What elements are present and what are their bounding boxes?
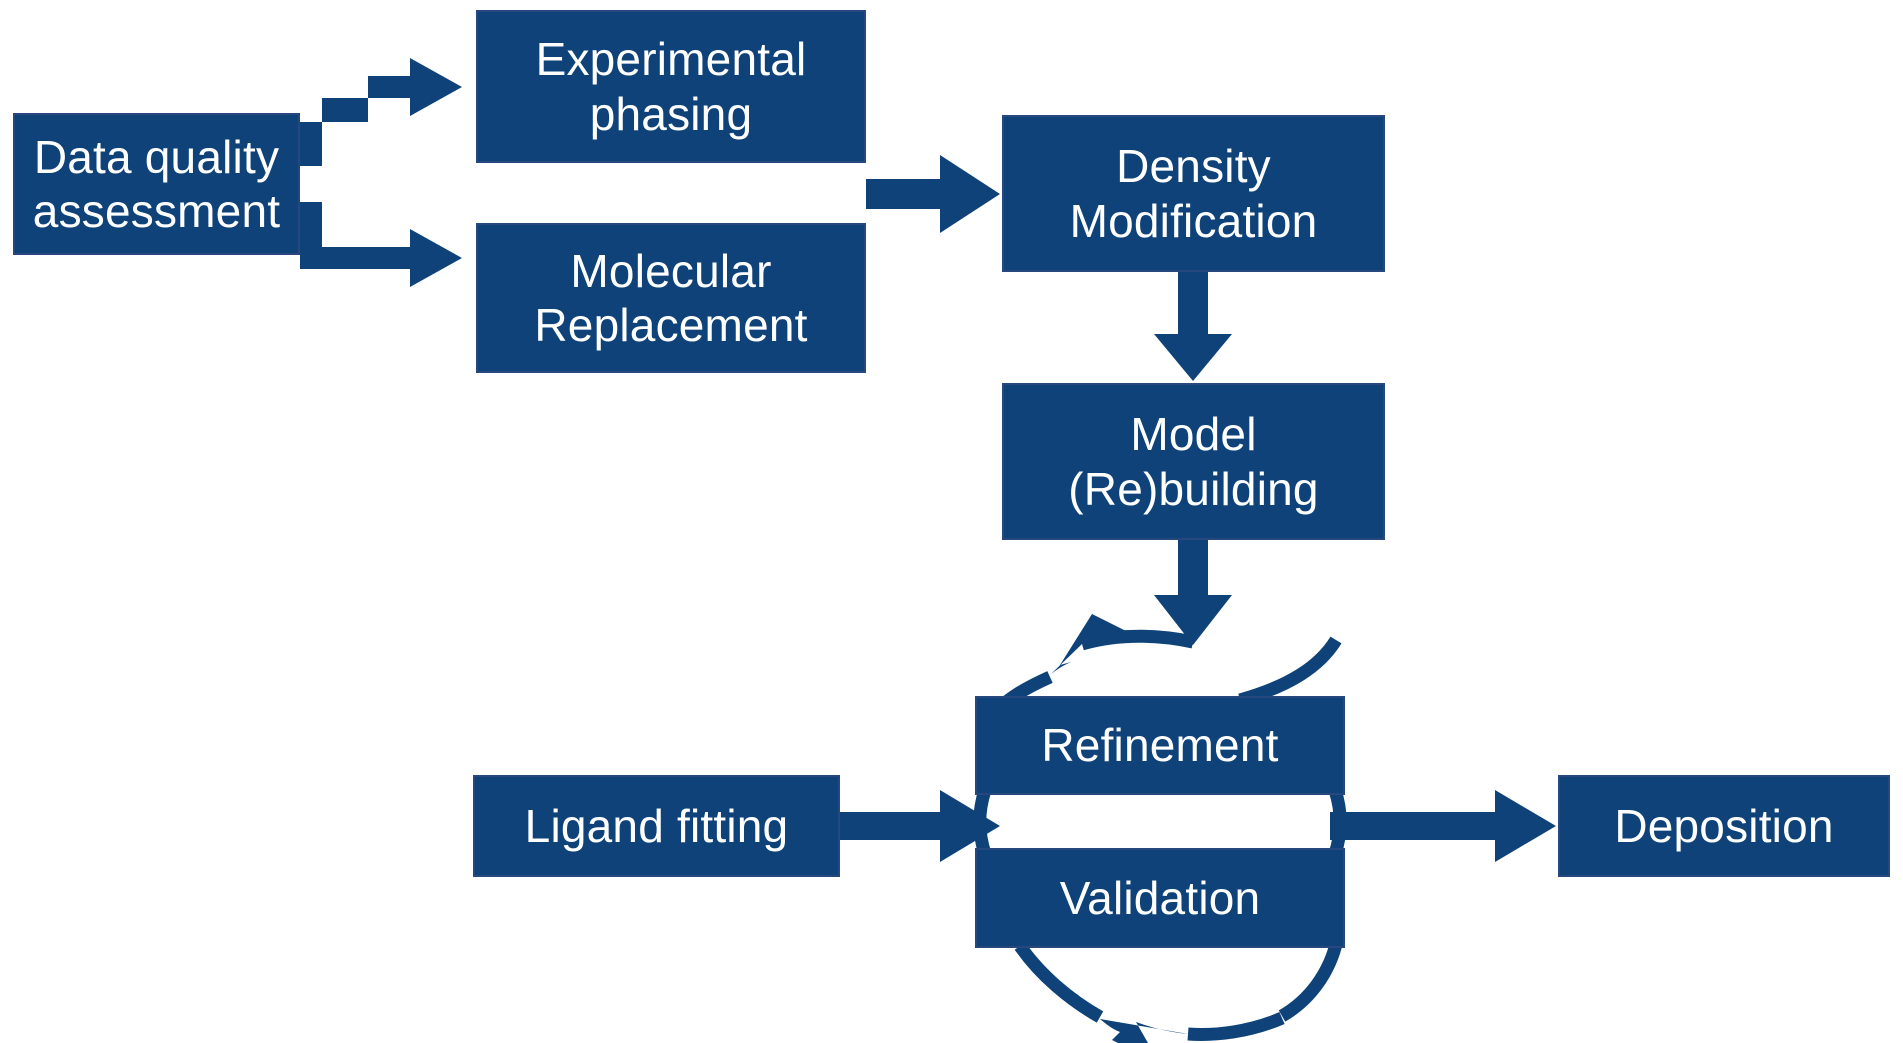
cycle-right-link <box>1328 788 1347 856</box>
node-model-rebuilding[interactable]: Model (Re)building <box>1002 383 1385 540</box>
node-refinement[interactable]: Refinement <box>975 696 1345 795</box>
edge-model-rebuilding-to-cycle <box>1154 540 1232 645</box>
edge-cycle-to-deposition <box>1330 790 1556 862</box>
node-validation[interactable]: Validation <box>975 848 1345 948</box>
cycle-left-link <box>973 788 992 856</box>
node-density-modification[interactable]: Density Modification <box>1002 115 1385 272</box>
node-experimental-phasing[interactable]: Experimental phasing <box>476 10 866 163</box>
node-molecular-replacement[interactable]: Molecular Replacement <box>476 223 866 373</box>
node-ligand-fitting[interactable]: Ligand fitting <box>473 775 840 877</box>
node-deposition[interactable]: Deposition <box>1558 775 1890 877</box>
edge-refinement-to-validation-cycle-bottom <box>1014 938 1344 1043</box>
edge-data-quality-to-molecular-replacement <box>300 202 462 287</box>
edge-data-quality-to-experimental-phasing <box>300 58 462 166</box>
node-data-quality-assessment[interactable]: Data quality assessment <box>13 113 300 255</box>
edge-density-modification-to-model-rebuilding <box>1154 272 1232 381</box>
edge-phasing-to-density-modification <box>866 155 1000 233</box>
